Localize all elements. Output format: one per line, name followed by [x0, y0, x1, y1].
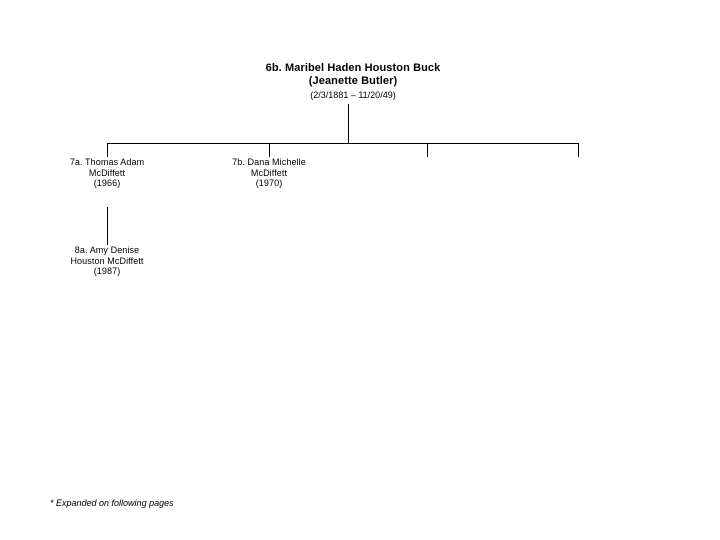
node-6b-root[interactable]: 6b. Maribel Haden Houston Buck (Jeanette…	[193, 62, 513, 101]
node-7a-thomas-adam-mcdiffett[interactable]: 7a. Thomas Adam McDiffett (1966)	[42, 157, 172, 189]
node-7a-name-line-2: McDiffett	[88, 167, 126, 178]
connector-drop-2	[269, 143, 270, 157]
node-7b-name-line-1: 7b. Dana Michelle	[232, 157, 306, 167]
node-8a-amy-denise-houston-mcdiffett[interactable]: 8a. Amy Denise Houston McDiffett (1987)	[42, 245, 172, 277]
node-7a-name-line-1: 7a. Thomas Adam	[69, 157, 145, 167]
node-7b-name-line-2: McDiffett	[250, 167, 288, 178]
node-8a-dates: (1987)	[93, 266, 121, 277]
node-6b-dates: (2/3/1881 – 11/20/49)	[310, 89, 396, 100]
node-8a-name-line-2: Houston McDiffett	[70, 255, 144, 266]
node-7b-dates: (1970)	[255, 178, 283, 189]
connector-drop-1	[107, 143, 108, 157]
node-6b-spouse: (Jeanette Butler)	[308, 74, 398, 87]
connector-7a-to-8a	[107, 207, 108, 245]
connector-sibling-bar	[107, 143, 579, 144]
connector-drop-4	[578, 143, 579, 157]
node-7a-dates: (1966)	[93, 178, 121, 189]
footnote-expanded-on-following-pages: * Expanded on following pages	[50, 498, 174, 508]
node-8a-name-line-1: 8a. Amy Denise	[74, 245, 140, 255]
connector-drop-3	[427, 143, 428, 157]
connector-root-stem	[348, 104, 349, 143]
node-7b-dana-michelle-mcdiffett[interactable]: 7b. Dana Michelle McDiffett (1970)	[204, 157, 334, 189]
node-6b-name: 6b. Maribel Haden Houston Buck	[265, 62, 441, 74]
